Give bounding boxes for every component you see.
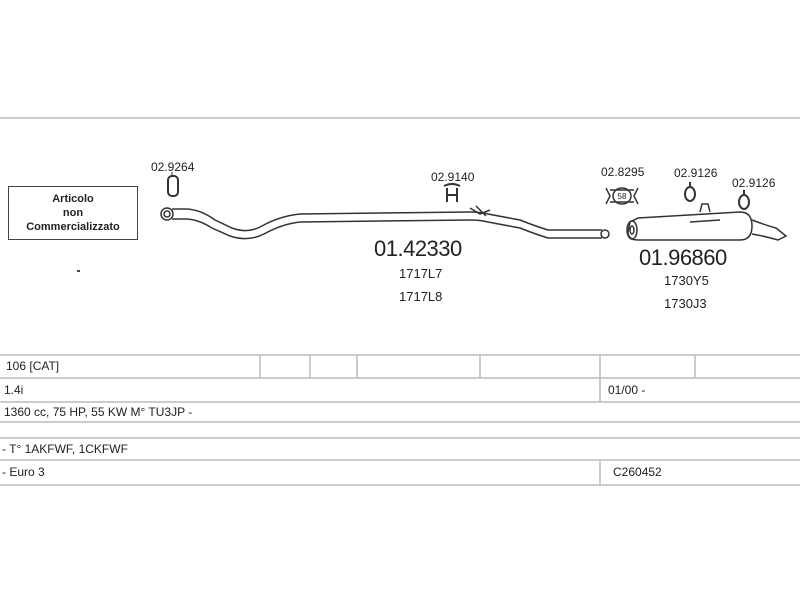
clamp-mid-part bbox=[443, 183, 461, 202]
stray-mark bbox=[77, 270, 80, 272]
front-pipe-number: 01.42330 bbox=[374, 236, 462, 261]
front-pipe-ref-2: 1717L8 bbox=[399, 289, 443, 304]
engine-codes: - T° 1AKFWF, 1CKFWF bbox=[2, 442, 128, 456]
clamp-mid-label: 02.9140 bbox=[431, 170, 475, 184]
hanger-2-part bbox=[738, 190, 750, 210]
rear-silencer-ref-2: 1730J3 bbox=[664, 296, 707, 311]
clamp-rear-part bbox=[605, 187, 639, 205]
clamp-rear-value: 58 bbox=[618, 192, 627, 201]
hanger-2-label: 02.9126 bbox=[732, 176, 776, 190]
engine-label: 1.4i bbox=[4, 383, 24, 397]
gasket-front-label: 02.9264 bbox=[151, 160, 195, 174]
emission-standard: - Euro 3 bbox=[2, 465, 45, 479]
vehicle-model: 106 [CAT] bbox=[6, 359, 60, 373]
rear-silencer-ref-1: 1730Y5 bbox=[664, 273, 709, 288]
front-pipe-part bbox=[160, 205, 610, 240]
hanger-1-label: 02.9126 bbox=[674, 166, 718, 180]
catalog-code: C260452 bbox=[613, 465, 662, 479]
hanger-1-part bbox=[684, 182, 696, 202]
engine-specs: 1360 cc, 75 HP, 55 KW M° TU3JP - bbox=[4, 405, 193, 419]
rear-silencer-part bbox=[626, 203, 788, 241]
clamp-rear-label: 02.8295 bbox=[601, 165, 645, 179]
table-grid bbox=[0, 354, 800, 486]
gasket-front-part bbox=[167, 175, 179, 197]
notice-line-2: non bbox=[62, 207, 84, 219]
notice-line-1: Articolo bbox=[52, 193, 94, 205]
production-date: 01/00 - bbox=[608, 383, 646, 397]
not-commercialized-notice: Articolo non Commercializzato bbox=[8, 186, 138, 240]
notice-line-3: Commercializzato bbox=[26, 221, 120, 233]
front-pipe-ref-1: 1717L7 bbox=[399, 266, 443, 281]
rear-silencer-number: 01.96860 bbox=[639, 245, 727, 270]
